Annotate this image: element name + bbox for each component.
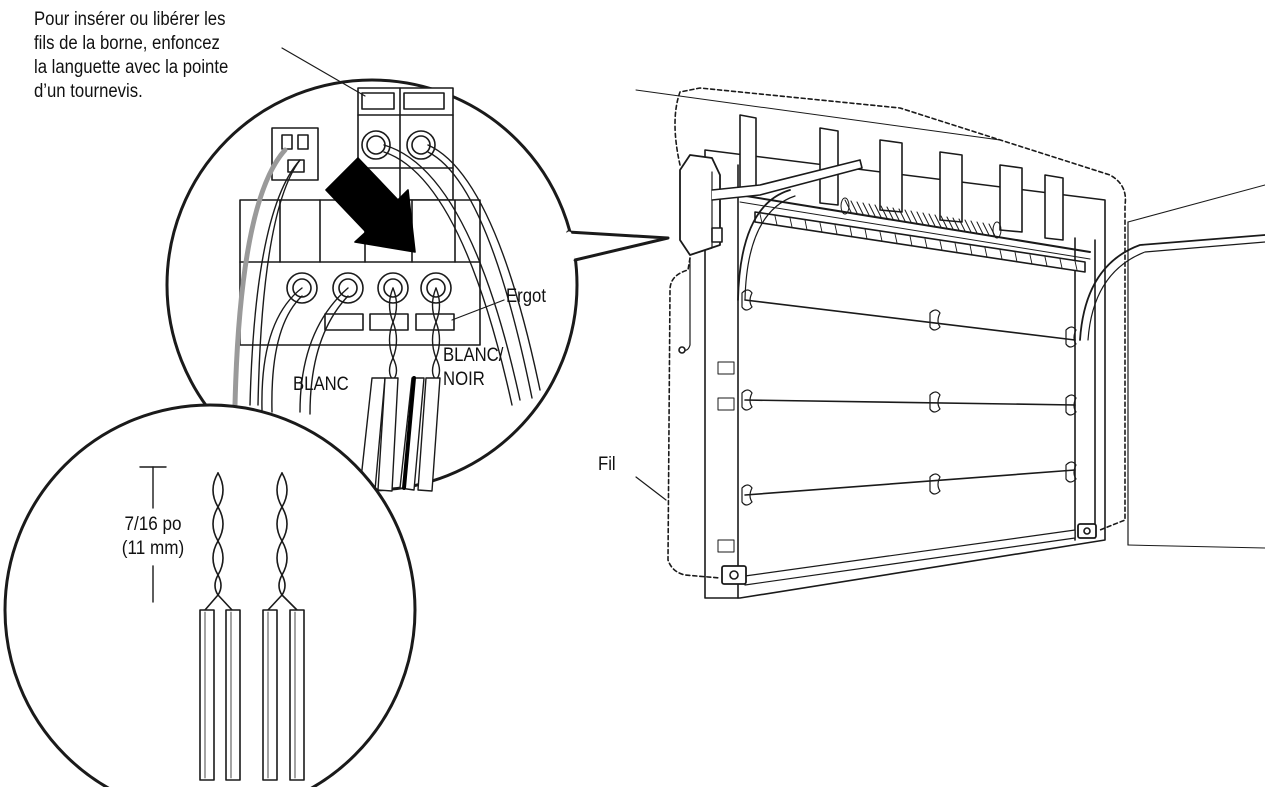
torsion-spring <box>840 197 1002 239</box>
strip-length-label: 7/16 po (11 mm) <box>121 514 185 559</box>
safety-sensor-right <box>1077 523 1097 539</box>
small-connector <box>271 127 319 181</box>
callout-wires <box>232 144 541 492</box>
instruction-text: Pour insérer ou libérer les fils de la b… <box>34 9 229 102</box>
terminal-callout <box>165 47 670 492</box>
wire-label: Fil <box>598 454 616 475</box>
release-tab <box>361 92 395 110</box>
opener-unit <box>679 154 863 256</box>
door-panels <box>717 289 1077 586</box>
wire-dashed-path <box>667 87 1127 579</box>
press-arrow <box>325 157 416 253</box>
safety-sensor-left <box>721 565 747 585</box>
garage-door-scene <box>635 87 1265 599</box>
white-black-wire-label: BLANC/ NOIR <box>443 345 504 390</box>
wire-strip-detail <box>3 403 417 787</box>
ceiling-joists <box>739 114 1064 241</box>
white-wire-label: BLANC <box>293 374 349 395</box>
ergot-label: Ergot <box>506 286 546 307</box>
